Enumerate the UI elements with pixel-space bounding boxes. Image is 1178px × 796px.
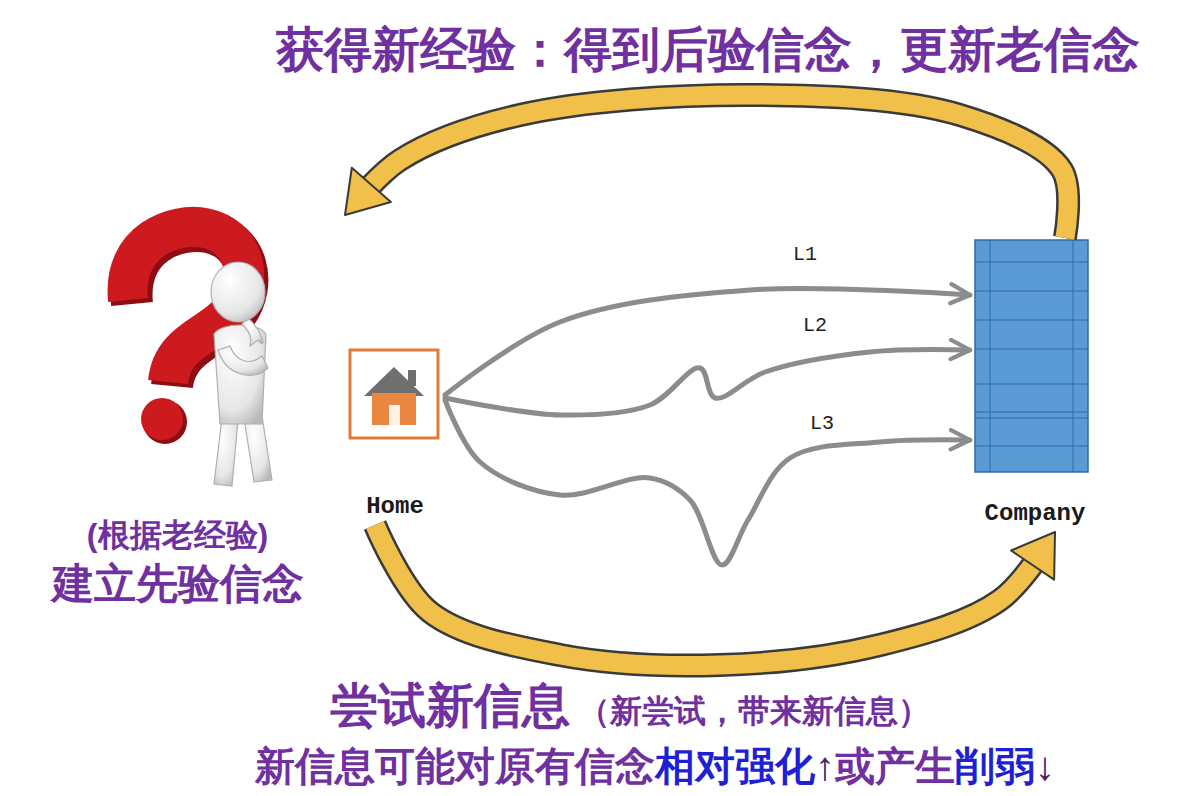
- cycle-arrow: [375, 525, 1055, 666]
- house-wall: [372, 393, 416, 425]
- company-node: Company: [970, 238, 1100, 532]
- cycle-arrow: [345, 95, 1068, 238]
- arrow-outline: [375, 525, 1055, 666]
- building-body: [975, 240, 1088, 472]
- figure-hand: [242, 318, 263, 346]
- thinker-node: (根据老经验)建立先验信念: [10, 215, 345, 613]
- down-arrow: ↓: [1035, 742, 1055, 790]
- route-arrow: [445, 350, 970, 415]
- question-mark-dot: [141, 398, 183, 440]
- route-line: [445, 400, 970, 565]
- effect-strengthen: 相对强化: [655, 742, 815, 790]
- door: [389, 405, 400, 425]
- caption-row: 新信息可能对原有信念相对强化↑或产生削弱↓: [255, 742, 1055, 790]
- figure-head: [211, 262, 265, 322]
- figure-arm: [218, 346, 268, 375]
- arrow-head: [1011, 532, 1055, 580]
- effect-note: 或产生: [835, 742, 955, 790]
- prior-note: (根据老经验): [87, 515, 268, 555]
- arrow-band: [345, 95, 1068, 238]
- up-arrow: ↑: [815, 742, 835, 790]
- home-node: Home: [345, 348, 445, 525]
- effect-note: 新信息可能对原有信念: [255, 742, 655, 790]
- arrow-outline: [345, 95, 1068, 238]
- icon-frame: [350, 350, 438, 438]
- route-line: [445, 350, 970, 415]
- roof: [364, 367, 424, 396]
- place-label: Home: [366, 493, 424, 521]
- aside-note: （新尝试，带来新信息）: [578, 691, 930, 731]
- route-label: L3: [808, 413, 836, 435]
- arrow-head: [345, 168, 391, 215]
- prior-belief: 建立先验信念: [52, 559, 304, 609]
- thinking-figure: [211, 262, 272, 486]
- effect-weaken: 削弱: [955, 742, 1035, 790]
- arrow-band: [375, 525, 1055, 666]
- home-icon: [350, 350, 438, 438]
- place-label: Company: [985, 500, 1086, 528]
- edge-label: 尝试新信息: [330, 678, 570, 734]
- caption-row: 尝试新信息（新尝试，带来新信息）: [330, 678, 930, 734]
- building-grid: [975, 240, 1088, 472]
- figure-leg: [244, 416, 272, 482]
- edge-heading: 获得新经验：得到后验信念，更新老信念: [276, 22, 1140, 78]
- route-arrow: [445, 400, 970, 565]
- route-label: L2: [801, 315, 829, 337]
- company-building: [975, 240, 1088, 472]
- route-label: L1: [791, 244, 819, 266]
- figure-leg: [214, 418, 238, 486]
